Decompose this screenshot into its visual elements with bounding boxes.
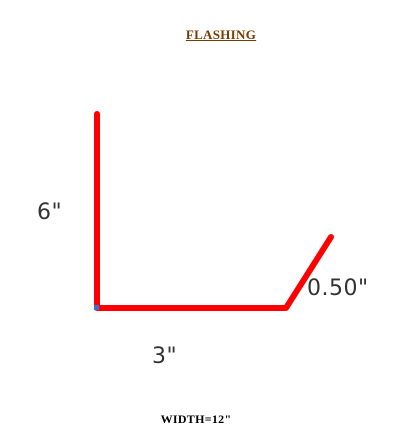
diagram-title: FLASHING xyxy=(185,27,257,42)
width-note: WIDTH=12" xyxy=(160,412,232,426)
angled-hem-label: 0.50" xyxy=(307,276,369,301)
vertical-leg-label: 6" xyxy=(37,200,63,225)
flashing-profile-line xyxy=(94,111,334,311)
corner-marker xyxy=(94,305,99,310)
bottom-leg-label: 3" xyxy=(152,344,178,369)
